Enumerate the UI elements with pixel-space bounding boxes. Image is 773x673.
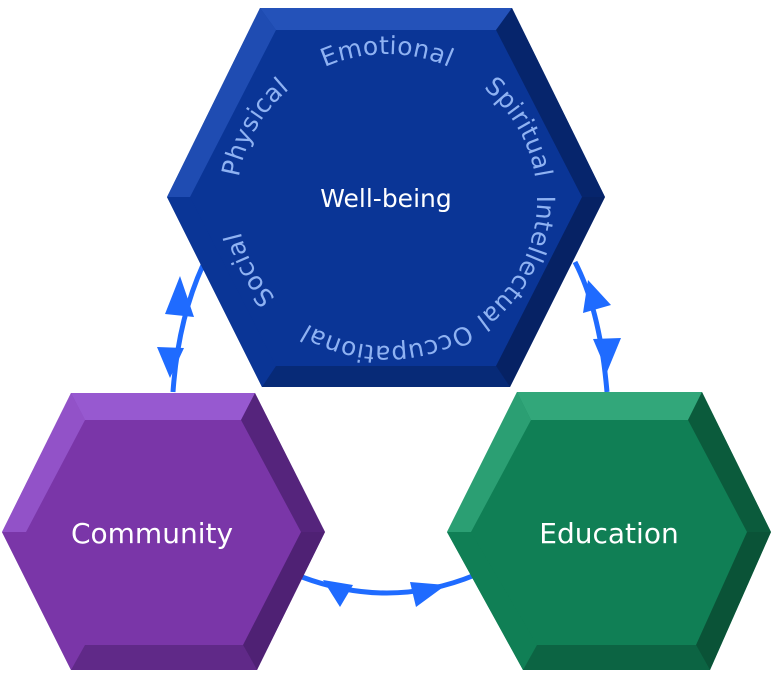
arrowhead-down-left — [157, 347, 184, 378]
community-bevel-bottom-left — [2, 532, 85, 670]
community-bevel-left — [2, 393, 85, 532]
community-bevel-bottom — [71, 645, 257, 670]
education-hexagon[interactable]: Education — [447, 392, 771, 670]
connectors — [157, 260, 621, 607]
connector-community-education — [301, 572, 476, 596]
wellbeing-bevel-left — [167, 8, 276, 197]
wellbeing-bevel-bottom — [262, 366, 510, 387]
wellbeing-bevel-bottom-right — [496, 197, 605, 387]
wellbeing-bevel-top — [260, 8, 512, 30]
arrowhead-up-right — [583, 280, 611, 313]
wellbeing-hexagon-shape — [167, 8, 605, 387]
education-bevel-bottom — [523, 645, 710, 670]
community-bevel-bottom-right — [243, 532, 325, 670]
connector-wellbeing-community — [170, 263, 206, 393]
connector-wellbeing-education — [572, 260, 610, 393]
education-label: Education — [539, 517, 678, 550]
wellbeing-bevel-bottom-left — [167, 197, 276, 387]
arrowhead-left-bottom — [323, 580, 353, 607]
education-bevel-top — [517, 392, 702, 420]
wellbeing-bevel-right — [496, 8, 605, 197]
arrowhead-right-bottom — [410, 582, 446, 607]
community-hexagon[interactable]: Community — [2, 393, 325, 670]
wellbeing-label: Well-being — [320, 184, 451, 213]
community-bevel-right — [241, 393, 325, 532]
education-bevel-left — [447, 392, 531, 532]
education-bevel-right — [688, 392, 771, 532]
education-bevel-bottom-right — [696, 532, 771, 670]
arrowhead-up-left — [165, 276, 194, 317]
education-hexagon-shape — [447, 392, 771, 670]
community-bevel-top — [71, 393, 255, 420]
education-bevel-bottom-left — [447, 532, 537, 670]
community-hexagon-shape — [2, 393, 325, 670]
wellbeing-hexagon[interactable]: Well-being EmotionalSpiritualIntellectua… — [167, 8, 605, 387]
community-label: Community — [71, 517, 233, 550]
arrowhead-down-right — [593, 338, 621, 372]
